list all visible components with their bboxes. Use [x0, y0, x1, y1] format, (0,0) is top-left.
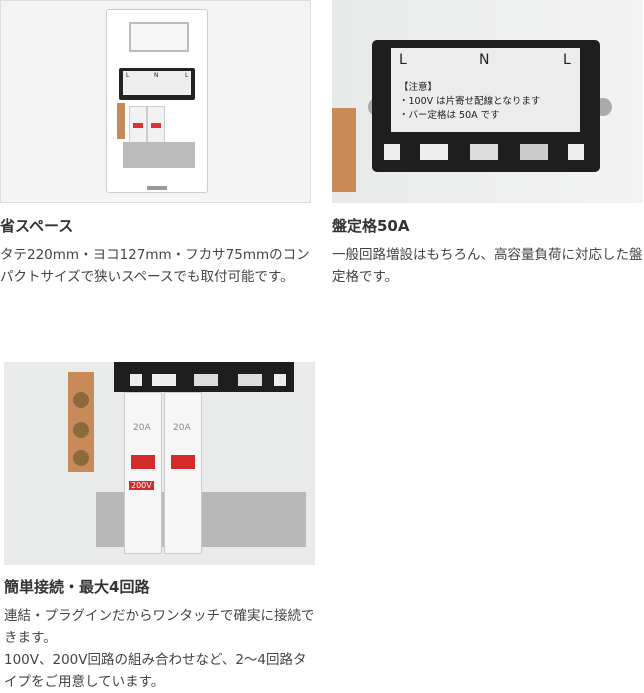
- notice-line: ・バー定格は 50A です: [399, 110, 500, 121]
- compact-panel-photo: L N L: [0, 0, 311, 203]
- busbar-cover: L N L: [119, 68, 195, 100]
- feature-title: 盤定格50A: [332, 217, 410, 235]
- breaker: 20A 200V: [124, 392, 162, 554]
- notice-label: L N L 【注意】 ・100V は片寄せ配線となります ・バー定格は 50A …: [391, 48, 580, 132]
- breaker-rating: 20A: [173, 423, 191, 433]
- terminal-block: [117, 103, 125, 139]
- plug-in-breaker-photo: 20A 200V 20A: [4, 362, 315, 565]
- feature-title: 省スペース: [0, 217, 74, 235]
- rated-50a-photo: L N L 【注意】 ・100V は片寄せ配線となります ・バー定格は 50A …: [332, 0, 643, 203]
- terminal-block: [332, 108, 356, 192]
- feature-description: 連結・プラグインだからワンタッチで確実に接続できます。 100V、200V回路の…: [4, 608, 315, 690]
- feature-description: タテ220mm・ヨコ127mm・フカサ75mmのコンパクトサイズで狭いスペースで…: [0, 247, 310, 285]
- feature-description: 一般回路増設はもちろん、高容量負荷に対応した盤定格です。: [332, 247, 643, 285]
- notice-line: ・100V は片寄せ配線となります: [399, 96, 541, 107]
- notice-heading: 【注意】: [399, 82, 438, 93]
- panel-body: L N L: [106, 9, 208, 193]
- busbar-cover: L N L 【注意】 ・100V は片寄せ配線となります ・バー定格は 50A …: [372, 40, 600, 172]
- label-l: L: [563, 52, 571, 68]
- feature-title: 簡単接続・最大4回路: [4, 578, 150, 596]
- voltage-tag: 200V: [129, 481, 154, 490]
- label-n: N: [154, 72, 159, 79]
- breaker: 20A: [164, 392, 202, 554]
- busbar-cover: [114, 362, 294, 392]
- label-n: N: [479, 52, 490, 68]
- label-l: L: [399, 52, 407, 68]
- label-l: L: [126, 72, 130, 79]
- terminal-block: [68, 372, 94, 472]
- label-l: L: [185, 72, 189, 79]
- breaker-rating: 20A: [133, 423, 151, 433]
